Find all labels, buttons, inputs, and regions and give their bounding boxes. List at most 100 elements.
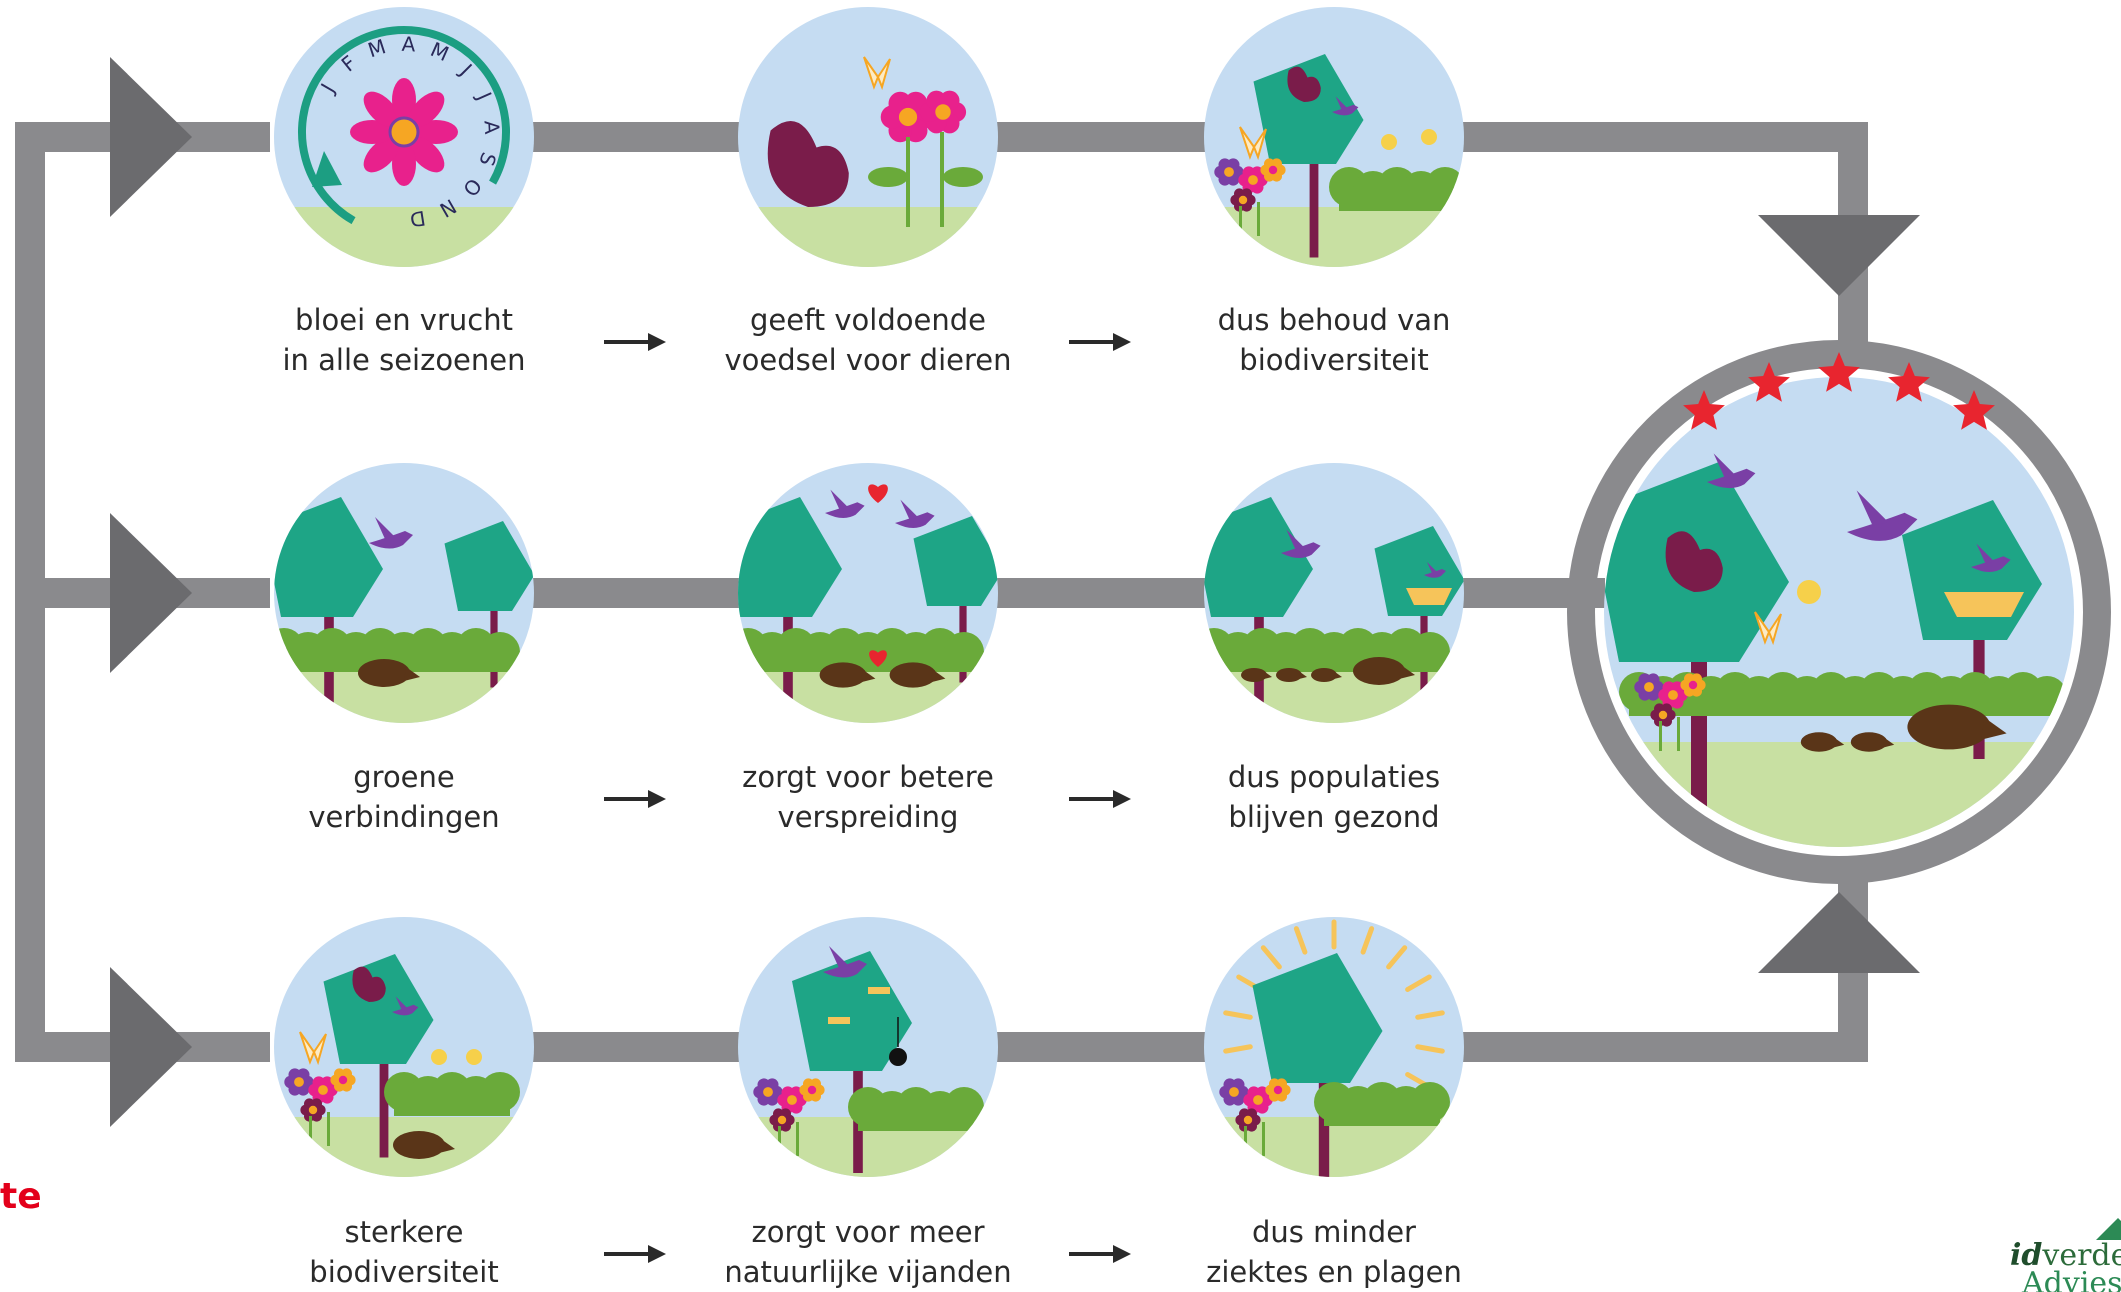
star-icon [1818, 352, 1860, 392]
pipe-link-b-row-2 [993, 578, 1209, 608]
petal [392, 142, 416, 186]
arrow-right-icon [604, 790, 666, 808]
hedgehog-icon [1241, 668, 1267, 682]
tree-icon [913, 516, 998, 606]
flower-icon [1668, 690, 1678, 700]
petal [350, 120, 394, 144]
flower-icon [1644, 682, 1654, 692]
flower-icon [1273, 1085, 1283, 1095]
bee-icon [431, 1049, 447, 1065]
hedgehog-icon [393, 1131, 445, 1159]
tree-trunk [1309, 142, 1319, 258]
scene-grass [274, 207, 534, 267]
bee-icon [1421, 129, 1437, 145]
caption-line: verspreiding [777, 800, 959, 834]
caption-line: sterkere [344, 1215, 464, 1249]
caption-line: blijven gezond [1228, 800, 1440, 834]
logo-prefix: id [2010, 1238, 2043, 1273]
scene-predators [738, 917, 998, 1177]
scene-biodiversity [1204, 7, 1464, 267]
caterpillar-icon [868, 987, 890, 994]
caption-line: geeft voldoende [750, 303, 986, 337]
caption-line: in alle seizoenen [282, 343, 526, 377]
arrowhead-down-icon [1758, 215, 1920, 296]
flower-icon [763, 1087, 773, 1097]
hedgehog-icon [1907, 704, 1991, 750]
bee-icon [466, 1049, 482, 1065]
caption-enemies-3: dus minder ziektes en plagen [1154, 1212, 1514, 1292]
pipe-out-top [1459, 122, 1850, 152]
petal [363, 91, 400, 128]
leaf-icon [943, 167, 983, 187]
caption-line: voedsel voor dieren [724, 343, 1012, 377]
caption-line: bloei en vrucht [295, 303, 513, 337]
petal [414, 120, 458, 144]
scene-corridor [274, 463, 534, 723]
butterfly-icon [1754, 611, 1782, 646]
flower-icon [294, 1077, 304, 1087]
pipe-link-a-row-3 [529, 1032, 743, 1062]
bird-icon [825, 502, 865, 518]
scene-populations [1204, 463, 1464, 723]
tree-icon [444, 521, 534, 611]
flower-icon [1268, 165, 1278, 175]
flower-icon [308, 1105, 318, 1115]
pipe-out-bottom [1459, 1032, 1850, 1062]
squirrel-icon [352, 966, 386, 1002]
tree-trunk [379, 1042, 389, 1158]
caption-line: biodiversiteit [309, 1255, 499, 1289]
pipe-link-b-row-3 [993, 1032, 1209, 1062]
arrow-right-icon [604, 1245, 666, 1263]
pipe-link-a-row-2 [529, 578, 743, 608]
arrow-right-icon [604, 333, 666, 351]
bird-icon [1424, 569, 1446, 578]
star-icon [1748, 362, 1790, 402]
hedgehog-icon [1800, 732, 1838, 752]
bird-icon [895, 512, 935, 528]
flower-icon [1238, 195, 1248, 205]
hedgehog-icon [1850, 732, 1888, 752]
arrowhead-right-icon [110, 967, 192, 1127]
flower-icon [1248, 175, 1258, 185]
bird-icon [392, 1004, 419, 1016]
petal [363, 136, 400, 173]
caterpillar-icon [828, 1017, 850, 1024]
scene-grass [738, 207, 998, 267]
hedgehog-icon [1311, 668, 1337, 682]
logo-roof-icon [2096, 1218, 2121, 1240]
caption-line: dus minder [1252, 1215, 1416, 1249]
tree-icon [323, 954, 434, 1064]
petal [408, 136, 445, 173]
flower-icon [318, 1085, 328, 1095]
arrow-right-icon [1069, 1245, 1131, 1263]
hedgehog-icon [889, 662, 937, 688]
sun-ray [1293, 926, 1308, 955]
squirrel-icon [1665, 531, 1723, 592]
flower-icon [787, 1095, 797, 1105]
bird-icon [1847, 512, 1918, 541]
logo-name: verde [2042, 1238, 2121, 1273]
bird-icon [1281, 542, 1321, 558]
caption-line: zorgt voor meer [751, 1215, 985, 1249]
sun-ray [1415, 1010, 1445, 1020]
flower-icon [935, 104, 951, 120]
result-circle [1567, 340, 2111, 884]
arrowhead-up-icon [1758, 892, 1920, 973]
butterfly-icon [863, 56, 891, 91]
flower-icon [1253, 1095, 1263, 1105]
caption-line: groene [353, 760, 455, 794]
hedgehog-icon [358, 659, 410, 687]
sun-ray [1360, 926, 1375, 955]
bird-icon [1971, 556, 2011, 572]
bird-icon [369, 531, 413, 549]
month-letter: D [408, 206, 427, 232]
scene-food [738, 7, 998, 267]
squirrel-icon [1287, 66, 1321, 102]
caption-line: ziektes en plagen [1206, 1255, 1462, 1289]
heart-icon [869, 650, 887, 667]
scene-grass [1204, 207, 1464, 267]
hedgehog-icon [1276, 668, 1302, 682]
